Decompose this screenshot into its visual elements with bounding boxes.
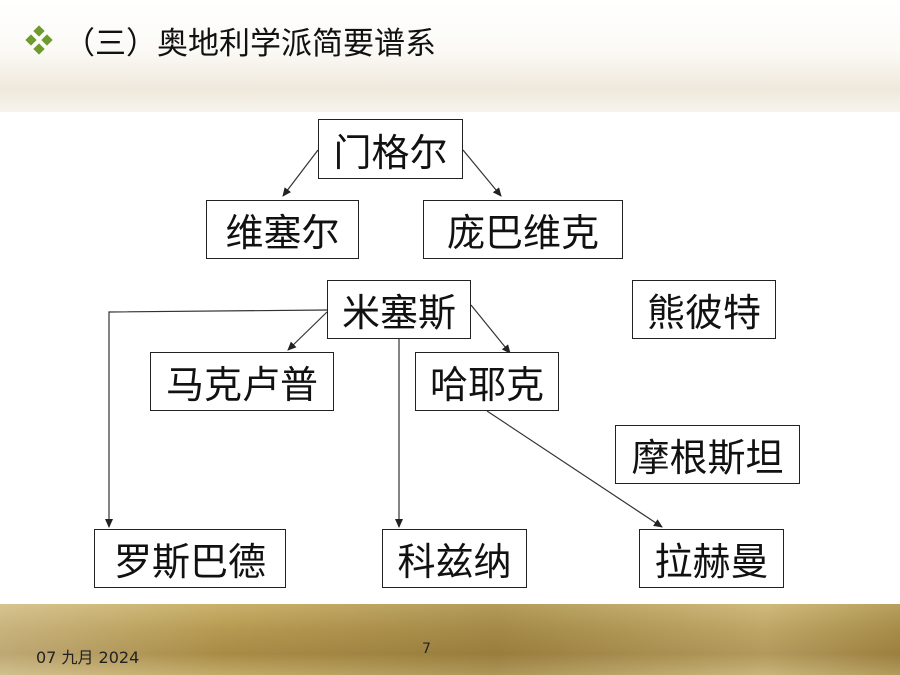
node-kirzner: 科兹纳 <box>382 529 527 588</box>
node-bohm-bawerk: 庞巴维克 <box>423 200 623 259</box>
slide-title: （三）奥地利学派简要谱系 <box>64 25 436 62</box>
edge-mises-machlup <box>287 311 328 351</box>
header-background <box>0 0 900 112</box>
title-row: （三）奥地利学派简要谱系 <box>24 18 436 62</box>
edge-menger-bohm-bawerk <box>462 149 502 197</box>
node-menger: 门格尔 <box>318 119 463 179</box>
page-number: 7 <box>422 641 431 657</box>
node-hayek: 哈耶克 <box>415 352 559 411</box>
node-machlup: 马克卢普 <box>150 352 334 411</box>
node-rothbard: 罗斯巴德 <box>94 529 286 588</box>
node-morgenstern: 摩根斯坦 <box>615 425 800 484</box>
node-wieser: 维塞尔 <box>206 200 359 259</box>
edge-mises-rothbard <box>105 309 328 528</box>
footer-background <box>0 604 900 675</box>
node-lachmann: 拉赫曼 <box>639 529 784 588</box>
diamond-cluster-icon <box>25 25 53 55</box>
edge-menger-wieser <box>282 149 319 197</box>
edge-mises-hayek <box>470 304 511 354</box>
node-mises: 米塞斯 <box>327 280 471 339</box>
footer-date: 07 九月 2024 <box>36 648 140 667</box>
edge-hayek-lachmann <box>486 410 663 528</box>
node-schumpeter: 熊彼特 <box>632 280 776 339</box>
